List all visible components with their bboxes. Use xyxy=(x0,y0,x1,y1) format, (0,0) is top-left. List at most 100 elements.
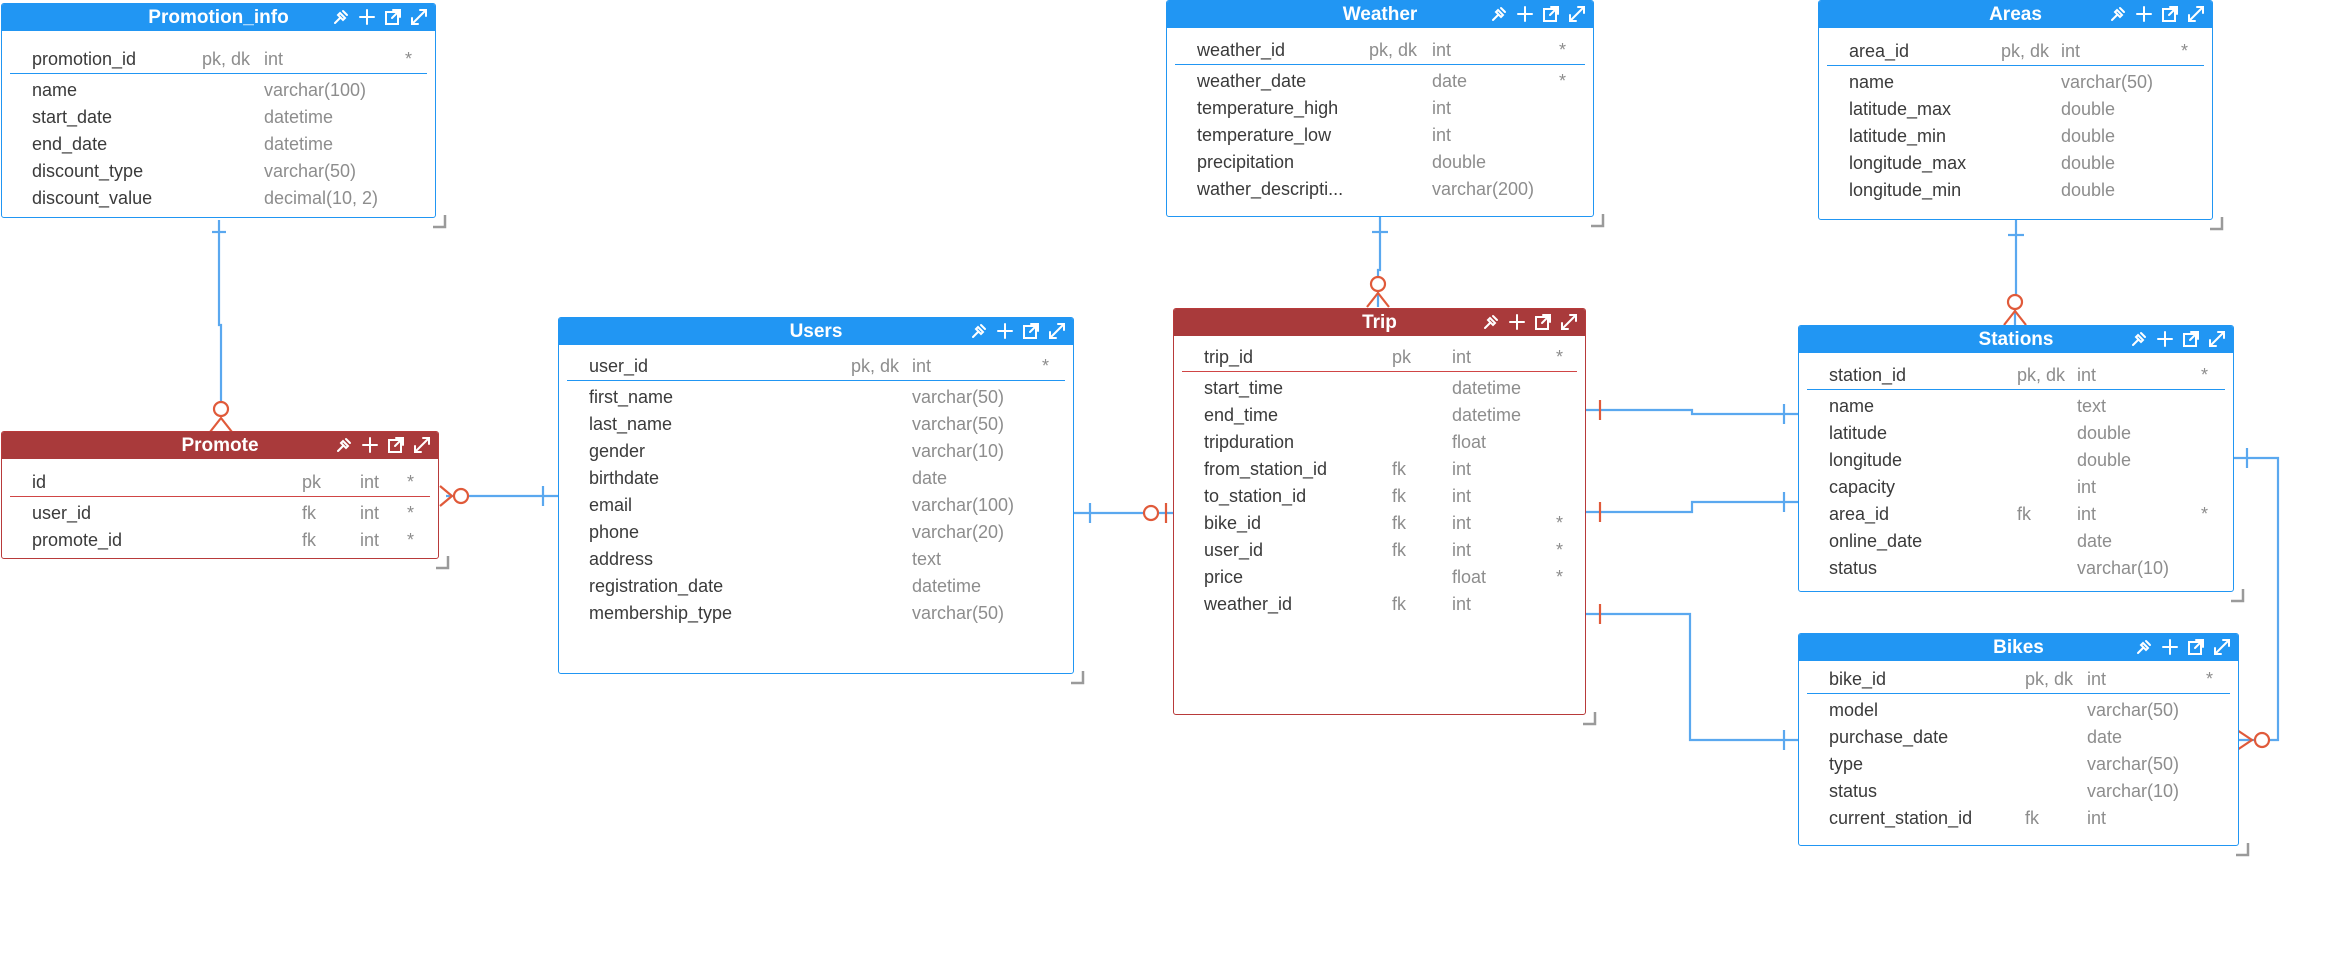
column-name[interactable]: bike_id xyxy=(1829,669,1887,689)
table-areas[interactable]: Areas area_id pk, dk int * name varchar(… xyxy=(1818,0,2224,231)
column-name[interactable]: first_name xyxy=(589,387,674,407)
table-row[interactable]: status varchar(10) xyxy=(1799,778,2238,805)
column-name[interactable]: longitude_min xyxy=(1849,180,1962,200)
table-row[interactable]: wather_descripti... varchar(200) xyxy=(1167,176,1593,203)
relationship-trip-bikes[interactable] xyxy=(1586,604,1800,750)
table-row[interactable]: longitude_max double xyxy=(1819,150,2212,177)
add-column-icon[interactable] xyxy=(2160,637,2180,657)
table-row[interactable]: name varchar(100) xyxy=(2,77,435,104)
add-column-icon[interactable] xyxy=(995,321,1015,341)
table-header[interactable]: Trip xyxy=(1174,309,1585,336)
open-external-icon[interactable] xyxy=(1021,321,1041,341)
expand-icon[interactable] xyxy=(1559,312,1579,332)
table-row[interactable]: user_id pk, dk int * xyxy=(559,353,1073,380)
table-row[interactable]: status varchar(10) xyxy=(1799,555,2233,582)
column-name[interactable]: current_station_id xyxy=(1829,808,1973,828)
table-row[interactable]: price float * xyxy=(1174,564,1585,591)
table-row[interactable]: longitude double xyxy=(1799,447,2233,474)
table-row[interactable]: user_id fk int * xyxy=(1174,537,1585,564)
relationship-promote-users[interactable] xyxy=(439,485,560,507)
resize-handle-icon[interactable] xyxy=(434,554,450,570)
column-name[interactable]: wather_descripti... xyxy=(1197,179,1344,199)
table-row[interactable]: discount_type varchar(50) xyxy=(2,158,435,185)
open-external-icon[interactable] xyxy=(1541,4,1561,24)
table-row[interactable]: trip_id pk int * xyxy=(1174,344,1585,371)
table-users[interactable]: Users user_id pk, dk int * first_name va… xyxy=(558,317,1085,685)
column-name[interactable]: user_id xyxy=(1204,540,1264,560)
table-row[interactable]: discount_value decimal(10, 2) xyxy=(2,185,435,212)
column-name[interactable]: membership_type xyxy=(589,603,733,623)
column-name[interactable]: id xyxy=(32,472,47,492)
column-name[interactable]: address xyxy=(589,549,654,569)
table-row[interactable]: latitude_min double xyxy=(1819,123,2212,150)
column-name[interactable]: user_id xyxy=(589,356,649,376)
column-name[interactable]: phone xyxy=(589,522,640,542)
table-row[interactable]: area_id pk, dk int * xyxy=(1819,38,2212,65)
table-row[interactable]: membership_type varchar(50) xyxy=(559,600,1073,627)
add-column-icon[interactable] xyxy=(360,435,380,455)
table-row[interactable]: name varchar(50) xyxy=(1819,69,2212,96)
add-column-icon[interactable] xyxy=(357,7,377,27)
pin-icon[interactable] xyxy=(1489,4,1509,24)
table-row[interactable]: end_date datetime xyxy=(2,131,435,158)
table-row[interactable]: to_station_id fk int xyxy=(1174,483,1585,510)
column-name[interactable]: status xyxy=(1829,558,1878,578)
table-row[interactable]: bike_id pk, dk int * xyxy=(1799,666,2238,693)
table-row[interactable]: end_time datetime xyxy=(1174,402,1585,429)
column-name[interactable]: promotion_id xyxy=(32,49,137,69)
column-name[interactable]: price xyxy=(1204,567,1244,587)
relationship-trip-stations-to[interactable] xyxy=(1586,492,1800,522)
pin-icon[interactable] xyxy=(2129,329,2149,349)
table-header[interactable]: Users xyxy=(559,318,1073,345)
table-row[interactable]: purchase_date date xyxy=(1799,724,2238,751)
table-row[interactable]: type varchar(50) xyxy=(1799,751,2238,778)
resize-handle-icon[interactable] xyxy=(2234,841,2250,857)
table-row[interactable]: address text xyxy=(559,546,1073,573)
relationship-areas-stations[interactable] xyxy=(2003,220,2027,326)
column-name[interactable]: status xyxy=(1829,781,1878,801)
resize-handle-icon[interactable] xyxy=(1069,669,1085,685)
table-row[interactable]: user_id fk int * xyxy=(2,500,438,527)
table-promote[interactable]: Promote id pk int * user_id fk int * pro… xyxy=(1,431,450,570)
table-row[interactable]: name text xyxy=(1799,393,2233,420)
table-row[interactable]: area_id fk int * xyxy=(1799,501,2233,528)
table-row[interactable]: first_name varchar(50) xyxy=(559,384,1073,411)
column-name[interactable]: name xyxy=(1849,72,1895,92)
column-name[interactable]: tripduration xyxy=(1204,432,1295,452)
add-column-icon[interactable] xyxy=(1507,312,1527,332)
column-name[interactable]: latitude_min xyxy=(1849,126,1947,146)
table-row[interactable]: promote_id fk int * xyxy=(2,527,438,554)
expand-icon[interactable] xyxy=(412,435,432,455)
column-name[interactable]: longitude xyxy=(1829,450,1903,470)
table-stations[interactable]: Stations station_id pk, dk int * name te… xyxy=(1798,325,2245,603)
column-name[interactable]: discount_type xyxy=(32,161,144,181)
column-name[interactable]: latitude xyxy=(1829,423,1888,443)
column-name[interactable]: start_time xyxy=(1204,378,1284,398)
table-row[interactable]: current_station_id fk int xyxy=(1799,805,2238,832)
column-name[interactable]: email xyxy=(589,495,633,515)
column-name[interactable]: temperature_high xyxy=(1197,98,1339,118)
column-name[interactable]: latitude_max xyxy=(1849,99,1952,119)
expand-icon[interactable] xyxy=(409,7,429,27)
table-bikes[interactable]: Bikes bike_id pk, dk int * model varchar… xyxy=(1798,633,2250,857)
table-row[interactable]: from_station_id fk int xyxy=(1174,456,1585,483)
table-row[interactable]: tripduration float xyxy=(1174,429,1585,456)
column-name[interactable]: area_id xyxy=(1849,41,1910,61)
open-external-icon[interactable] xyxy=(2186,637,2206,657)
table-row[interactable]: station_id pk, dk int * xyxy=(1799,362,2233,389)
table-trip[interactable]: Trip trip_id pk int * start_time datetim… xyxy=(1173,308,1597,726)
table-row[interactable]: promotion_id pk, dk int * xyxy=(2,46,435,73)
column-name[interactable]: capacity xyxy=(1829,477,1896,497)
column-name[interactable]: registration_date xyxy=(589,576,724,596)
open-external-icon[interactable] xyxy=(386,435,406,455)
resize-handle-icon[interactable] xyxy=(2208,215,2224,231)
column-name[interactable]: online_date xyxy=(1829,531,1923,551)
column-name[interactable]: from_station_id xyxy=(1204,459,1328,479)
table-header[interactable]: Areas xyxy=(1819,1,2212,28)
open-external-icon[interactable] xyxy=(2160,4,2180,24)
table-row[interactable]: temperature_high int xyxy=(1167,95,1593,122)
table-header[interactable]: Bikes xyxy=(1799,634,2238,661)
table-row[interactable]: longitude_min double xyxy=(1819,177,2212,204)
expand-icon[interactable] xyxy=(1567,4,1587,24)
pin-icon[interactable] xyxy=(969,321,989,341)
